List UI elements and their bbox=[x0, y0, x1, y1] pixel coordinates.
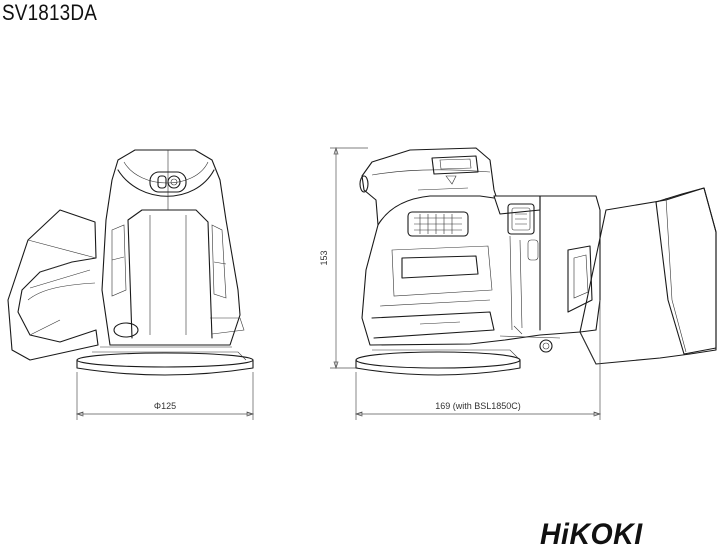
front-knob bbox=[113, 322, 139, 338]
dimension-diameter: Φ125 bbox=[154, 401, 176, 411]
side-base-pad bbox=[355, 351, 521, 369]
front-switch bbox=[149, 171, 187, 193]
side-window bbox=[401, 255, 479, 279]
front-dust-bag bbox=[7, 209, 99, 361]
side-body bbox=[361, 147, 601, 346]
front-base-pad bbox=[76, 352, 254, 368]
front-view: Φ125 bbox=[7, 149, 255, 420]
hikoki-logo: HiKOKI bbox=[540, 518, 643, 551]
side-view: 153 bbox=[319, 146, 717, 420]
dimension-height: 153 bbox=[319, 250, 329, 265]
dimension-length: 169 (with BSL1850C) bbox=[435, 401, 521, 411]
front-body bbox=[101, 149, 241, 346]
side-vent bbox=[407, 211, 469, 237]
model-title: SV1813DA bbox=[2, 0, 97, 25]
